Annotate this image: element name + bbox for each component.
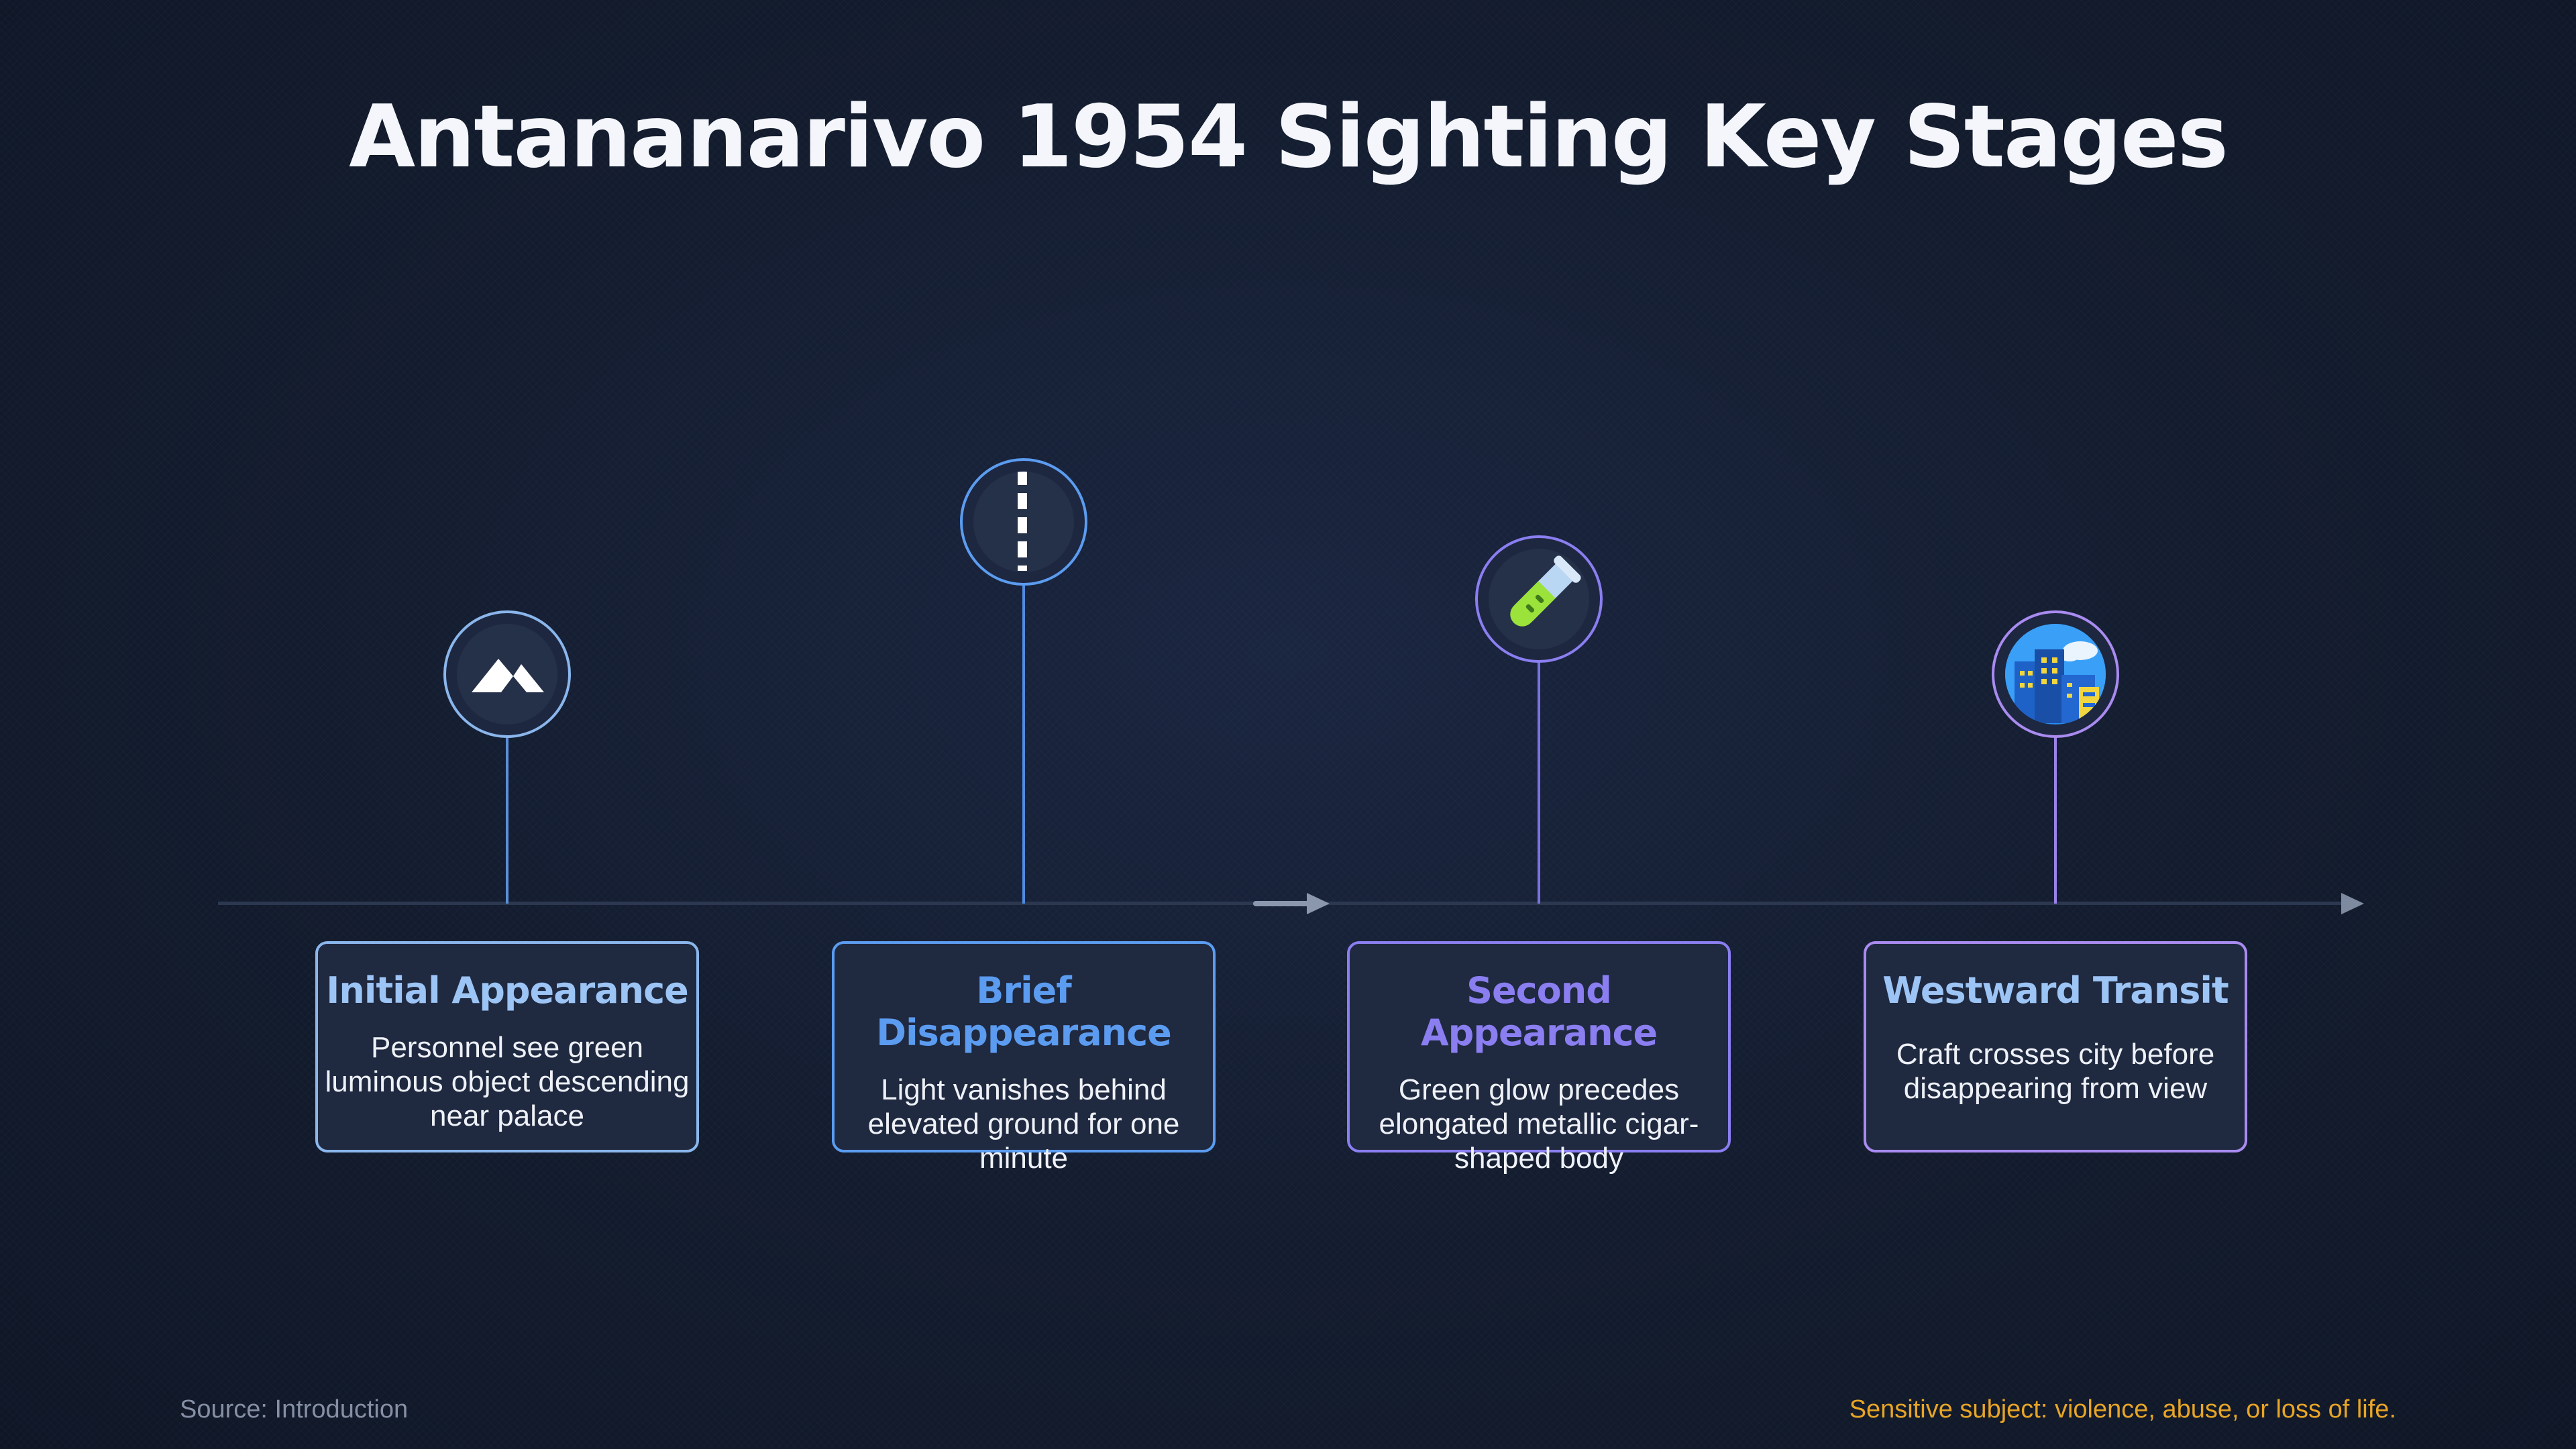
stage-description: Green glow precedes elongated metallic c… xyxy=(1379,1073,1699,1175)
direction-arrow xyxy=(1253,901,1315,906)
sensitive-warning: Sensitive subject: violence, abuse, or l… xyxy=(1849,1395,2396,1424)
test-tube-icon xyxy=(1489,549,1589,649)
stage-connector xyxy=(506,735,508,904)
stage-connector xyxy=(2054,735,2057,904)
stage-card: Brief Disappearance Light vanishes behin… xyxy=(832,941,1216,1175)
stage-title: Initial Appearance xyxy=(326,969,688,1012)
stage-card: Initial Appearance Personnel see green l… xyxy=(315,941,699,1152)
stage-icon-circle xyxy=(1992,610,2119,738)
city-icon xyxy=(2005,624,2106,724)
stage-connector xyxy=(1022,582,1025,904)
stage-description: Light vanishes behind elevated ground fo… xyxy=(867,1073,1180,1175)
axis-arrowhead xyxy=(2341,893,2364,914)
road-icon xyxy=(973,472,1074,572)
stage-icon-circle xyxy=(1475,535,1603,663)
stage-description: Personnel see green luminous object desc… xyxy=(325,1031,690,1132)
stage-card: Second Appearance Green glow precedes el… xyxy=(1347,941,1731,1175)
stage-description: Craft crosses city before disappearing f… xyxy=(1896,1038,2215,1105)
mountain-icon xyxy=(457,624,557,724)
stage-title: Second Appearance xyxy=(1420,969,1658,1054)
stage-title: Westward Transit xyxy=(1882,969,2229,1012)
stage-title: Brief Disappearance xyxy=(876,969,1171,1054)
stage-icon-circle xyxy=(960,458,1087,586)
direction-arrow-head xyxy=(1307,893,1330,914)
stage-icon-circle xyxy=(443,610,571,738)
stage-card: Westward Transit Craft crosses city befo… xyxy=(1864,941,2247,1152)
source-note: Source: Introduction xyxy=(180,1395,409,1424)
page-title: Antananarivo 1954 Sighting Key Stages xyxy=(349,87,2229,187)
stage-connector xyxy=(1538,659,1540,904)
